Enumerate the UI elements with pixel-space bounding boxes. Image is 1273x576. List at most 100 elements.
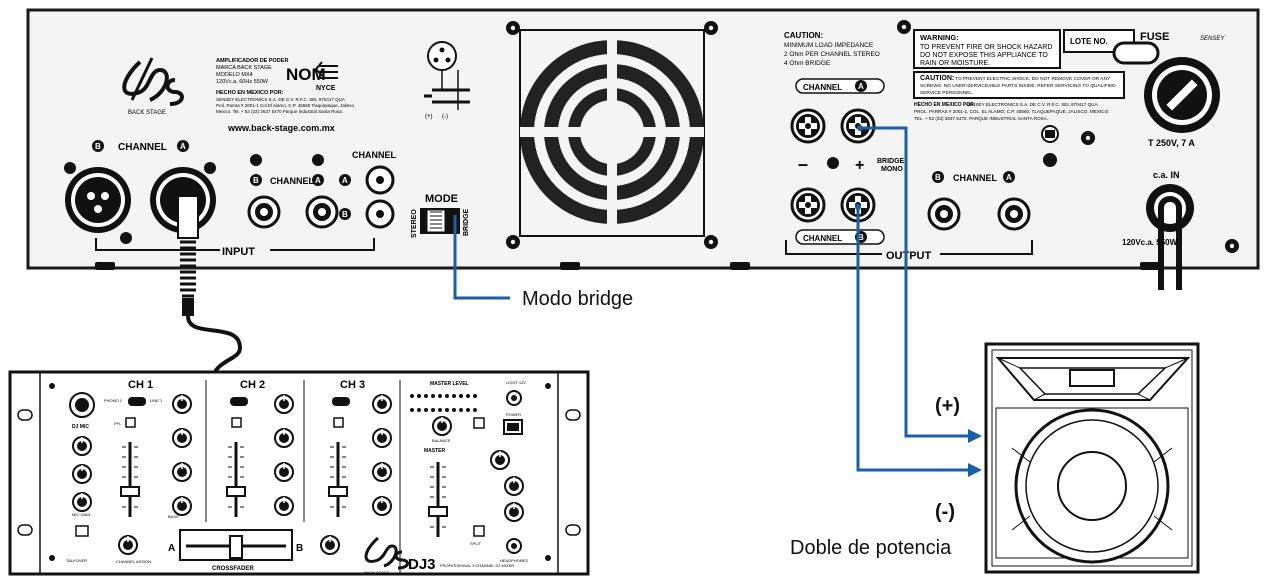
warning-line: RAIN OR MOISTURE. — [920, 60, 990, 67]
balance-knob[interactable] — [432, 416, 452, 436]
nyce-text: NYCE — [316, 85, 336, 92]
knob-icon[interactable] — [372, 496, 392, 516]
knob-icon[interactable] — [274, 428, 294, 448]
pfl-label: PFL — [114, 421, 122, 426]
warning-box: WARNING: TO PREVENT FIRE OR SHOCK HAZARD… — [913, 29, 1061, 69]
knob-icon[interactable] — [504, 502, 524, 522]
lote-label: LOTE NO. — [1070, 37, 1108, 46]
power-label: POWER — [506, 412, 521, 417]
crossfader-label: CROSSFADER — [212, 566, 254, 572]
fuse-holder[interactable]: FUSE SENSEY T 250V, 7 A — [1140, 31, 1225, 148]
output-jack-a[interactable] — [997, 197, 1031, 231]
stereo-label: STEREO — [411, 209, 418, 238]
xlr-input-b[interactable] — [64, 162, 131, 233]
knob-icon[interactable] — [72, 464, 92, 484]
pfl-button[interactable] — [125, 417, 136, 428]
pfl-button[interactable] — [231, 417, 242, 428]
ch3-label: CH 3 — [340, 379, 365, 391]
out-jack-channel-label: CHANNEL — [953, 173, 998, 183]
manufacturer-info: AMPLIFICADOR DE PODER MARCA BACK STAGE M… — [216, 58, 354, 133]
master-section: MASTER LEVEL BALANCE MASTER SPLIT — [410, 381, 485, 546]
made-in-line: Mexico. Tel. + 52 (33) 3637 5470 Parque … — [216, 109, 343, 114]
jack-input-a[interactable] — [305, 195, 339, 229]
screw-icon — [1081, 131, 1095, 145]
split-button[interactable] — [473, 525, 485, 537]
made-in-line: Prol. Parras # 2001-1 Col El Alamo, C.P.… — [216, 103, 354, 108]
binding-post-b-minus[interactable] — [790, 187, 826, 223]
caution2-line: SCREWS. NO USER-SERVICEABLE PARTS INSIDE… — [920, 83, 1116, 89]
jack-input-b[interactable] — [247, 195, 281, 229]
screw-icon — [704, 235, 718, 249]
binding-post-a-minus[interactable] — [790, 108, 826, 144]
channel-assign-knob[interactable] — [320, 535, 340, 555]
knob-icon[interactable] — [172, 394, 192, 414]
pin-label-minus: (-) — [442, 114, 448, 120]
bridge-label: BRIDGE — [463, 208, 470, 236]
knob-icon[interactable] — [372, 462, 392, 482]
woofer-icon — [1014, 408, 1170, 564]
xlr-pinout-diagram: (+) (-) — [424, 41, 470, 120]
minus-sign: – — [798, 154, 808, 174]
pfl-button[interactable] — [333, 417, 344, 428]
channel-b-badge-bg — [92, 140, 104, 152]
rca-input-a[interactable] — [365, 165, 395, 195]
light-label: LIGHT 12V — [506, 380, 526, 385]
channel-assign-knob[interactable] — [118, 535, 138, 555]
knob-icon[interactable] — [72, 492, 92, 512]
amp-foot — [560, 262, 580, 270]
curve-label: CHANNEL ASSIGN — [116, 559, 151, 564]
backstage-logo: BACK STAGE — [122, 57, 184, 116]
info-line: 120Vc.a. 60Hz 550W — [216, 79, 269, 85]
warning-line: DO NOT EXPOSE THIS APPLIANCE TO — [920, 52, 1048, 59]
crossfader-a: A — [168, 543, 175, 554]
line-label: LINE 1 — [150, 398, 163, 403]
mixer-backstage-logo: BACK STAGE — [364, 536, 409, 575]
split-label: SPLIT — [470, 541, 482, 546]
knob-icon[interactable] — [372, 428, 392, 448]
crossfader[interactable]: A B CROSSFADER — [168, 529, 303, 572]
mode-switch[interactable]: MODE STEREO BRIDGE — [411, 193, 470, 238]
output-jack-b[interactable] — [927, 197, 961, 231]
speaker-cabinet — [984, 342, 1200, 574]
info-line: MARCA BACK STAGE — [216, 65, 272, 71]
power-cord: c.a. IN 120Vc.a. 550W — [1122, 170, 1194, 290]
xlr-cable — [177, 195, 243, 381]
knob-icon[interactable] — [372, 394, 392, 414]
xlr-channel-label: CHANNEL — [118, 142, 167, 153]
knob-icon[interactable] — [274, 462, 294, 482]
input-toggle[interactable] — [128, 397, 146, 406]
plus-arrow-icon — [968, 429, 982, 443]
light-output[interactable]: LIGHT 12V — [506, 380, 526, 406]
headphones-label: HEADPHONES — [500, 558, 528, 563]
screw-icon — [897, 20, 911, 34]
rca-input-b[interactable] — [365, 199, 395, 229]
dj3-label: DJ3 — [408, 556, 436, 573]
headphones-jack[interactable]: HEADPHONES — [500, 538, 528, 563]
out-jack-b-badge: B — [935, 173, 941, 182]
knob-icon[interactable] — [172, 428, 192, 448]
input-toggle[interactable] — [332, 397, 350, 406]
knob-icon[interactable] — [274, 496, 294, 516]
logo-caption: BACK STAGE — [128, 110, 166, 116]
ground-terminal[interactable] — [1041, 125, 1059, 167]
knob-icon[interactable] — [172, 496, 192, 516]
talkover-button[interactable] — [75, 525, 89, 537]
knob-icon[interactable] — [504, 476, 524, 496]
nyce-mark: NYCE — [314, 61, 338, 92]
caution2-line: SERVICE PERSONNEL. — [920, 90, 973, 96]
cables — [453, 125, 982, 477]
made2-line: PROL. PARRAS # 2001-1, COL. EL ALAMO, C.… — [914, 109, 1109, 114]
knob-icon[interactable] — [490, 450, 510, 470]
warning-title: WARNING: — [920, 33, 959, 42]
knob-icon[interactable] — [72, 436, 92, 456]
power-switch[interactable]: POWER — [503, 412, 523, 435]
master-pfl-button[interactable] — [473, 417, 485, 429]
caution-box: CAUTION: TO PREVENT ELECTRIC SHOCK, DO N… — [913, 71, 1125, 99]
amp-foot — [1140, 262, 1160, 270]
knob-icon[interactable] — [274, 394, 294, 414]
knob-icon[interactable] — [172, 462, 192, 482]
input-toggle[interactable] — [230, 397, 248, 406]
fuse-label: FUSE — [1140, 31, 1169, 43]
minus-callout: (-) — [935, 501, 955, 523]
phono-label: PHONO 1 — [104, 398, 123, 403]
